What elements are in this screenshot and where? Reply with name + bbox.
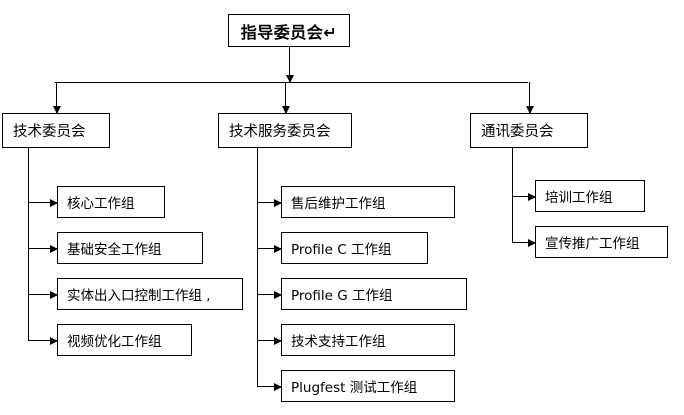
leaf-connector-arrowhead-1-2	[274, 290, 282, 299]
node-label: 技术支持工作组	[291, 334, 386, 350]
node-working-group[interactable]: 视频优化工作组	[57, 324, 192, 356]
branch-drop-arrowhead-1	[281, 106, 290, 114]
leaf-connector-line-1-2	[257, 294, 281, 295]
node-working-group[interactable]: 售后维护工作组	[281, 186, 455, 218]
node-root-committee[interactable]: 指导委员会↵	[228, 14, 350, 47]
branch-drop-line-1	[285, 82, 286, 113]
node-working-group[interactable]: 技术支持工作组	[281, 324, 455, 356]
node-working-group[interactable]: 实体出入口控制工作组 ,	[57, 278, 243, 310]
node-label: 核心工作组	[67, 196, 135, 212]
leaf-connector-line-1-4	[257, 386, 281, 387]
leaf-connector-line-1-1	[257, 248, 281, 249]
leaf-connector-arrowhead-0-3	[50, 336, 58, 345]
node-label: 培训工作组	[545, 190, 613, 206]
leaf-connector-line-2-0	[512, 196, 535, 197]
node-label: Plugfest 测试工作组	[291, 380, 418, 396]
node-label: 基础安全工作组	[67, 242, 162, 258]
node-technical-committee[interactable]: 技术委员会	[2, 113, 110, 148]
node-label: 实体出入口控制工作组 ,	[67, 288, 211, 304]
distribution-bus-line	[55, 82, 528, 83]
node-label: 指导委员会↵	[240, 22, 338, 42]
leaf-connector-arrowhead-1-3	[274, 336, 282, 345]
branch-drop-arrowhead-0	[52, 106, 61, 114]
node-working-group[interactable]: Profile C 工作组	[281, 232, 428, 264]
branch-drop-line-2	[529, 82, 530, 113]
leaf-connector-line-1-0	[257, 202, 281, 203]
column-spine-0	[28, 148, 29, 340]
node-working-group[interactable]: 宣传推广工作组	[535, 226, 668, 258]
column-spine-1	[257, 148, 258, 386]
node-label: 通讯委员会	[481, 124, 554, 140]
node-technical-service-committee[interactable]: 技术服务委员会	[218, 113, 352, 148]
node-working-group[interactable]: 核心工作组	[57, 186, 165, 218]
leaf-connector-line-0-2	[28, 294, 57, 295]
leaf-connector-arrowhead-1-4	[274, 382, 282, 391]
leaf-connector-arrowhead-0-2	[50, 290, 58, 299]
root-stem-line	[289, 47, 290, 82]
node-label: 技术委员会	[13, 124, 86, 140]
node-working-group[interactable]: Profile G 工作组	[281, 278, 467, 310]
column-spine-2	[512, 148, 513, 242]
leaf-connector-arrowhead-0-0	[50, 198, 58, 207]
node-working-group[interactable]: Plugfest 测试工作组	[281, 370, 455, 402]
leaf-connector-line-0-0	[28, 202, 57, 203]
node-label: Profile G 工作组	[291, 288, 393, 304]
root-stem-arrowhead	[285, 75, 294, 83]
leaf-connector-line-1-3	[257, 340, 281, 341]
node-label: Profile C 工作组	[291, 242, 392, 258]
leaf-connector-line-0-1	[28, 248, 57, 249]
node-label: 技术服务委员会	[229, 124, 331, 140]
node-communications-committee[interactable]: 通讯委员会	[470, 113, 588, 148]
leaf-connector-arrowhead-0-1	[50, 244, 58, 253]
node-label: 售后维护工作组	[291, 196, 386, 212]
leaf-connector-line-0-3	[28, 340, 57, 341]
node-working-group[interactable]: 基础安全工作组	[57, 232, 203, 264]
leaf-connector-arrowhead-2-0	[528, 192, 536, 201]
leaf-connector-arrowhead-2-1	[528, 238, 536, 247]
node-working-group[interactable]: 培训工作组	[535, 180, 645, 212]
leaf-connector-arrowhead-1-0	[274, 198, 282, 207]
branch-drop-line-0	[56, 82, 57, 113]
node-label: 视频优化工作组	[67, 334, 162, 350]
leaf-connector-line-2-1	[512, 242, 535, 243]
node-label: 宣传推广工作组	[545, 236, 640, 252]
leaf-connector-arrowhead-1-1	[274, 244, 282, 253]
branch-drop-arrowhead-2	[525, 106, 534, 114]
